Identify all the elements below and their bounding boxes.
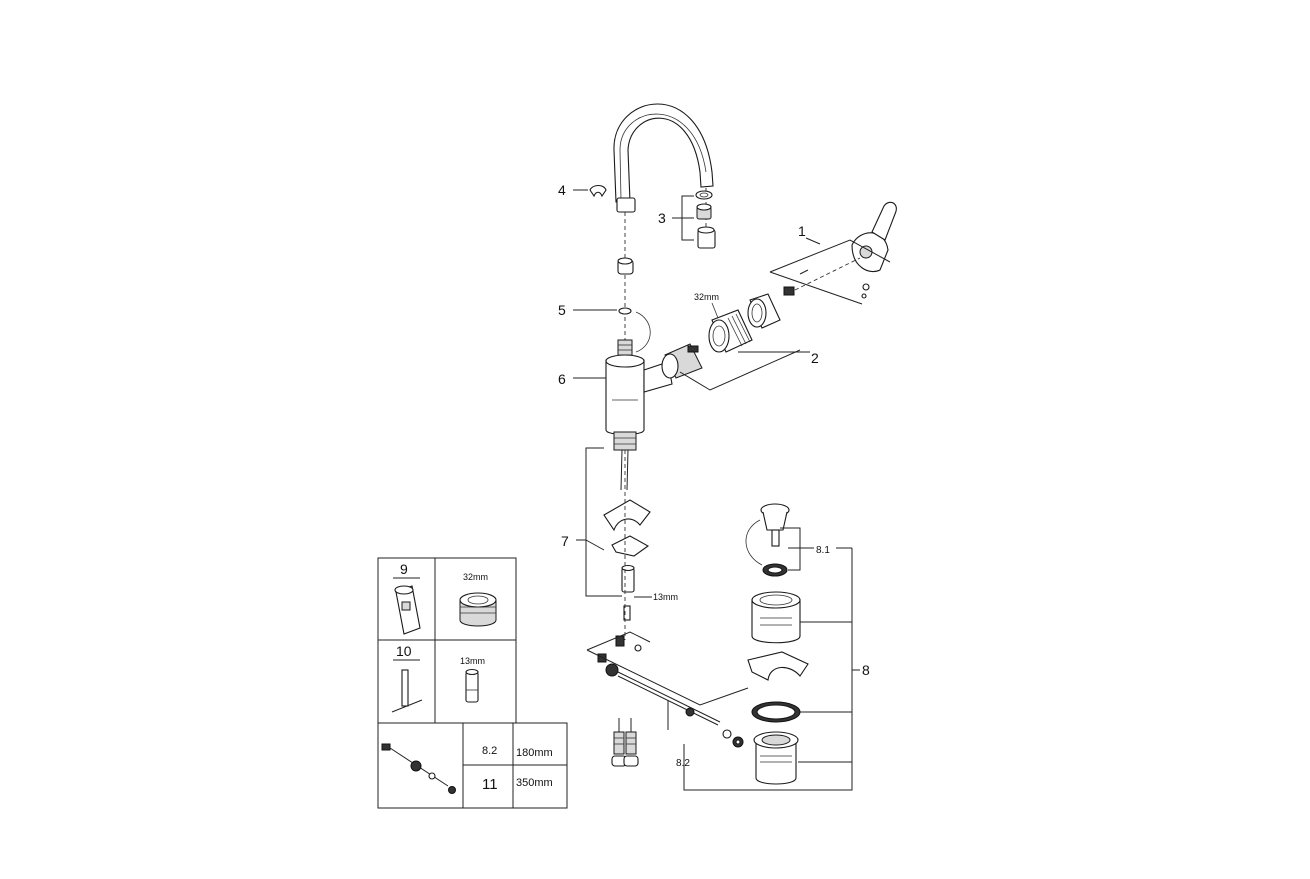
- spare-parts-table: [377, 557, 568, 809]
- clip-part-4: [589, 184, 607, 198]
- callout-3: 3: [658, 210, 666, 226]
- spout-insert: [617, 257, 634, 275]
- aerator-part-3: [695, 190, 716, 249]
- callout-8-2: 8.2: [676, 758, 690, 769]
- callout-2: 2: [811, 350, 819, 366]
- pop-up-waste-part-8: [745, 503, 809, 785]
- callout-8-1: 8.1: [816, 545, 830, 556]
- dimension-13mm: 13mm: [653, 592, 678, 602]
- legend-part-9-size: 32mm: [463, 572, 488, 582]
- legend-part-10: 10: [396, 643, 412, 659]
- rod-spare-icon: [465, 668, 479, 703]
- fixing-bolts: [611, 718, 639, 767]
- mounting-set-part-7: [603, 431, 651, 621]
- pull-rod-spare-icon: [381, 743, 456, 794]
- tap-body-part-6: [605, 339, 673, 436]
- assembly-arrow: [635, 311, 651, 353]
- nut-spare-icon: [459, 592, 497, 627]
- o-ring-part-5: [618, 307, 632, 315]
- dimension-32mm: 32mm: [694, 292, 719, 302]
- legend-part-9: 9: [400, 561, 408, 577]
- callout-5: 5: [558, 302, 566, 318]
- pin-spare-icon: [391, 669, 423, 713]
- callout-8: 8: [862, 662, 870, 678]
- cartridge-spare-icon: [394, 585, 421, 635]
- legend-row-11: 11: [482, 776, 498, 793]
- legend-row-8-2: 8.2: [482, 745, 497, 757]
- callout-6: 6: [558, 371, 566, 387]
- callout-1: 1: [798, 223, 806, 239]
- pop-up-rod: [597, 635, 744, 748]
- legend-part-10-size: 13mm: [460, 656, 485, 666]
- cover-sleeve: [747, 293, 781, 329]
- cartridge-part-2: [661, 343, 703, 379]
- callout-4: 4: [558, 182, 566, 198]
- callout-7: 7: [561, 533, 569, 549]
- legend-row-11-length: 350mm: [516, 777, 553, 789]
- legend-row-8-2-length: 180mm: [516, 747, 553, 759]
- nut-32mm: [708, 309, 753, 353]
- spout: [613, 103, 714, 213]
- lever-handle-part-1: [783, 201, 897, 299]
